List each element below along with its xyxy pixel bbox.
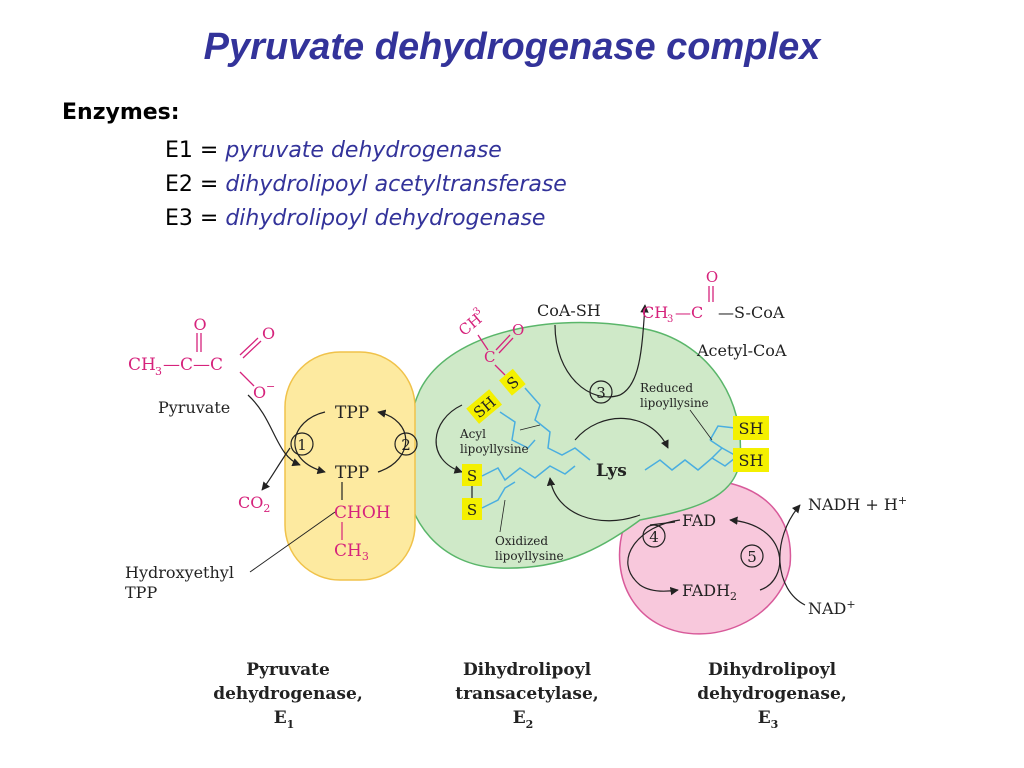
lipoyl-chains: [481, 387, 741, 509]
ch3-bottom: CH3: [334, 541, 369, 563]
fadh2-label: FADH2: [682, 581, 737, 603]
fad-label: FAD: [682, 511, 716, 530]
tpp-top: TPP: [335, 403, 369, 423]
svg-text:E3: E3: [758, 708, 779, 731]
reduced-sh1: SH: [739, 419, 764, 438]
svg-text:transacetylase,: transacetylase,: [455, 684, 598, 704]
step-5-badge: [740, 544, 764, 568]
step-5-label: 5: [747, 548, 757, 566]
enzymes-heading: Enzymes:: [62, 100, 180, 125]
svg-text:3: 3: [667, 314, 673, 325]
svg-text:—C—C: —C—C: [163, 355, 223, 375]
step-2-badge: [394, 432, 418, 456]
coash-label: CoA-SH: [537, 301, 601, 320]
svg-text:O: O: [512, 321, 524, 339]
co2-label: CO2: [238, 493, 270, 515]
step-3-badge: [589, 380, 613, 404]
svg-text:CH: CH: [642, 303, 668, 322]
enzyme-label-e2: Dihydrolipoyl transacetylase, E2: [455, 660, 598, 731]
step-1-badge: [290, 432, 314, 456]
enzyme-label-e1: Pyruvate dehydrogenase, E1: [213, 660, 363, 731]
pyruvate-structure: O CH 3 —C—C O O −: [128, 315, 275, 402]
reduced-lipoyllysine-1: Reduced: [640, 381, 693, 395]
oxidized-s1: S: [467, 467, 477, 485]
tpp-bottom: TPP: [335, 463, 369, 483]
step-4-label: 4: [649, 528, 659, 546]
enzyme-code: E1 =: [165, 138, 219, 163]
acyl-s-highlight: S: [499, 368, 526, 396]
svg-text:dehydrogenase,: dehydrogenase,: [697, 684, 847, 704]
choh-label: CHOH: [334, 503, 391, 523]
enzyme-row-e1: E1 = pyruvate dehydrogenase: [165, 138, 502, 163]
oxidized-s2: S: [467, 501, 477, 519]
svg-text:CH: CH: [128, 355, 156, 375]
svg-text:—S-CoA: —S-CoA: [718, 303, 785, 322]
svg-text:O: O: [706, 268, 718, 286]
enzyme-row-e3: E3 = dihydrolipoyl dehydrogenase: [165, 206, 545, 231]
e1-region: [284, 351, 416, 581]
svg-text:E1: E1: [274, 708, 295, 731]
svg-text:Dihydrolipoyl: Dihydrolipoyl: [708, 660, 837, 680]
svg-text:3: 3: [471, 305, 483, 318]
acyl-lipoyllysine-1: Acyl: [459, 427, 486, 441]
oxidized-s1-highlight: [462, 464, 482, 486]
svg-text:O: O: [262, 324, 275, 343]
hydroxyethyl-label-2: TPP: [125, 583, 157, 602]
acetyl-coa-structure: O CH 3 —C —S-CoA: [642, 268, 785, 325]
svg-text:—C: —C: [675, 303, 703, 322]
svg-text:Dihydrolipoyl: Dihydrolipoyl: [463, 660, 592, 680]
enzyme-code: E2 =: [165, 172, 219, 197]
svg-text:dehydrogenase,: dehydrogenase,: [213, 684, 363, 704]
acetyl-coa-label: Acetyl-CoA: [696, 341, 787, 360]
enzyme-name: dihydrolipoyl dehydrogenase: [225, 206, 546, 231]
hydroxyethyl-label-1: Hydroxyethyl: [125, 563, 234, 582]
reduced-sh2-highlight: [733, 448, 769, 472]
enzyme-name: pyruvate dehydrogenase: [225, 138, 502, 163]
acyl-lipoyllysine-2: lipoyllysine: [460, 442, 529, 456]
step-4-badge: [642, 524, 666, 548]
svg-text:E2: E2: [513, 708, 534, 731]
step-2-label: 2: [401, 436, 411, 454]
pyruvate-label: Pyruvate: [158, 398, 230, 417]
oxidized-lipoyllysine-1: Oxidized: [495, 534, 548, 548]
step-3-label: 3: [596, 384, 606, 402]
nad-label: NAD+: [808, 598, 856, 618]
enzyme-name: dihydrolipoyl acetyltransferase: [225, 172, 567, 197]
step-1-label: 1: [297, 436, 307, 454]
oxidized-lipoyllysine-2: lipoyllysine: [495, 549, 564, 563]
svg-text:Pyruvate: Pyruvate: [246, 660, 330, 680]
svg-text:O: O: [253, 383, 266, 402]
reduced-lipoyllysine-2: lipoyllysine: [640, 396, 709, 410]
svg-text:−: −: [266, 380, 275, 393]
oxidized-s2-highlight: [462, 498, 482, 520]
svg-text:C: C: [484, 348, 495, 366]
enzyme-code: E3 =: [165, 206, 219, 231]
enzyme-label-e3: Dihydrolipoyl dehydrogenase, E3: [697, 660, 847, 731]
reduced-sh2: SH: [739, 451, 764, 470]
reduced-sh1-highlight: [733, 416, 769, 440]
svg-text:O: O: [193, 315, 206, 334]
nadh-label: NADH + H+: [808, 494, 907, 514]
lys-label: Lys: [596, 461, 627, 481]
svg-text:3: 3: [155, 365, 162, 378]
page-title: Pyruvate dehydrogenase complex: [203, 26, 821, 68]
enzyme-row-e2: E2 = dihydrolipoyl acetyltransferase: [165, 172, 567, 197]
